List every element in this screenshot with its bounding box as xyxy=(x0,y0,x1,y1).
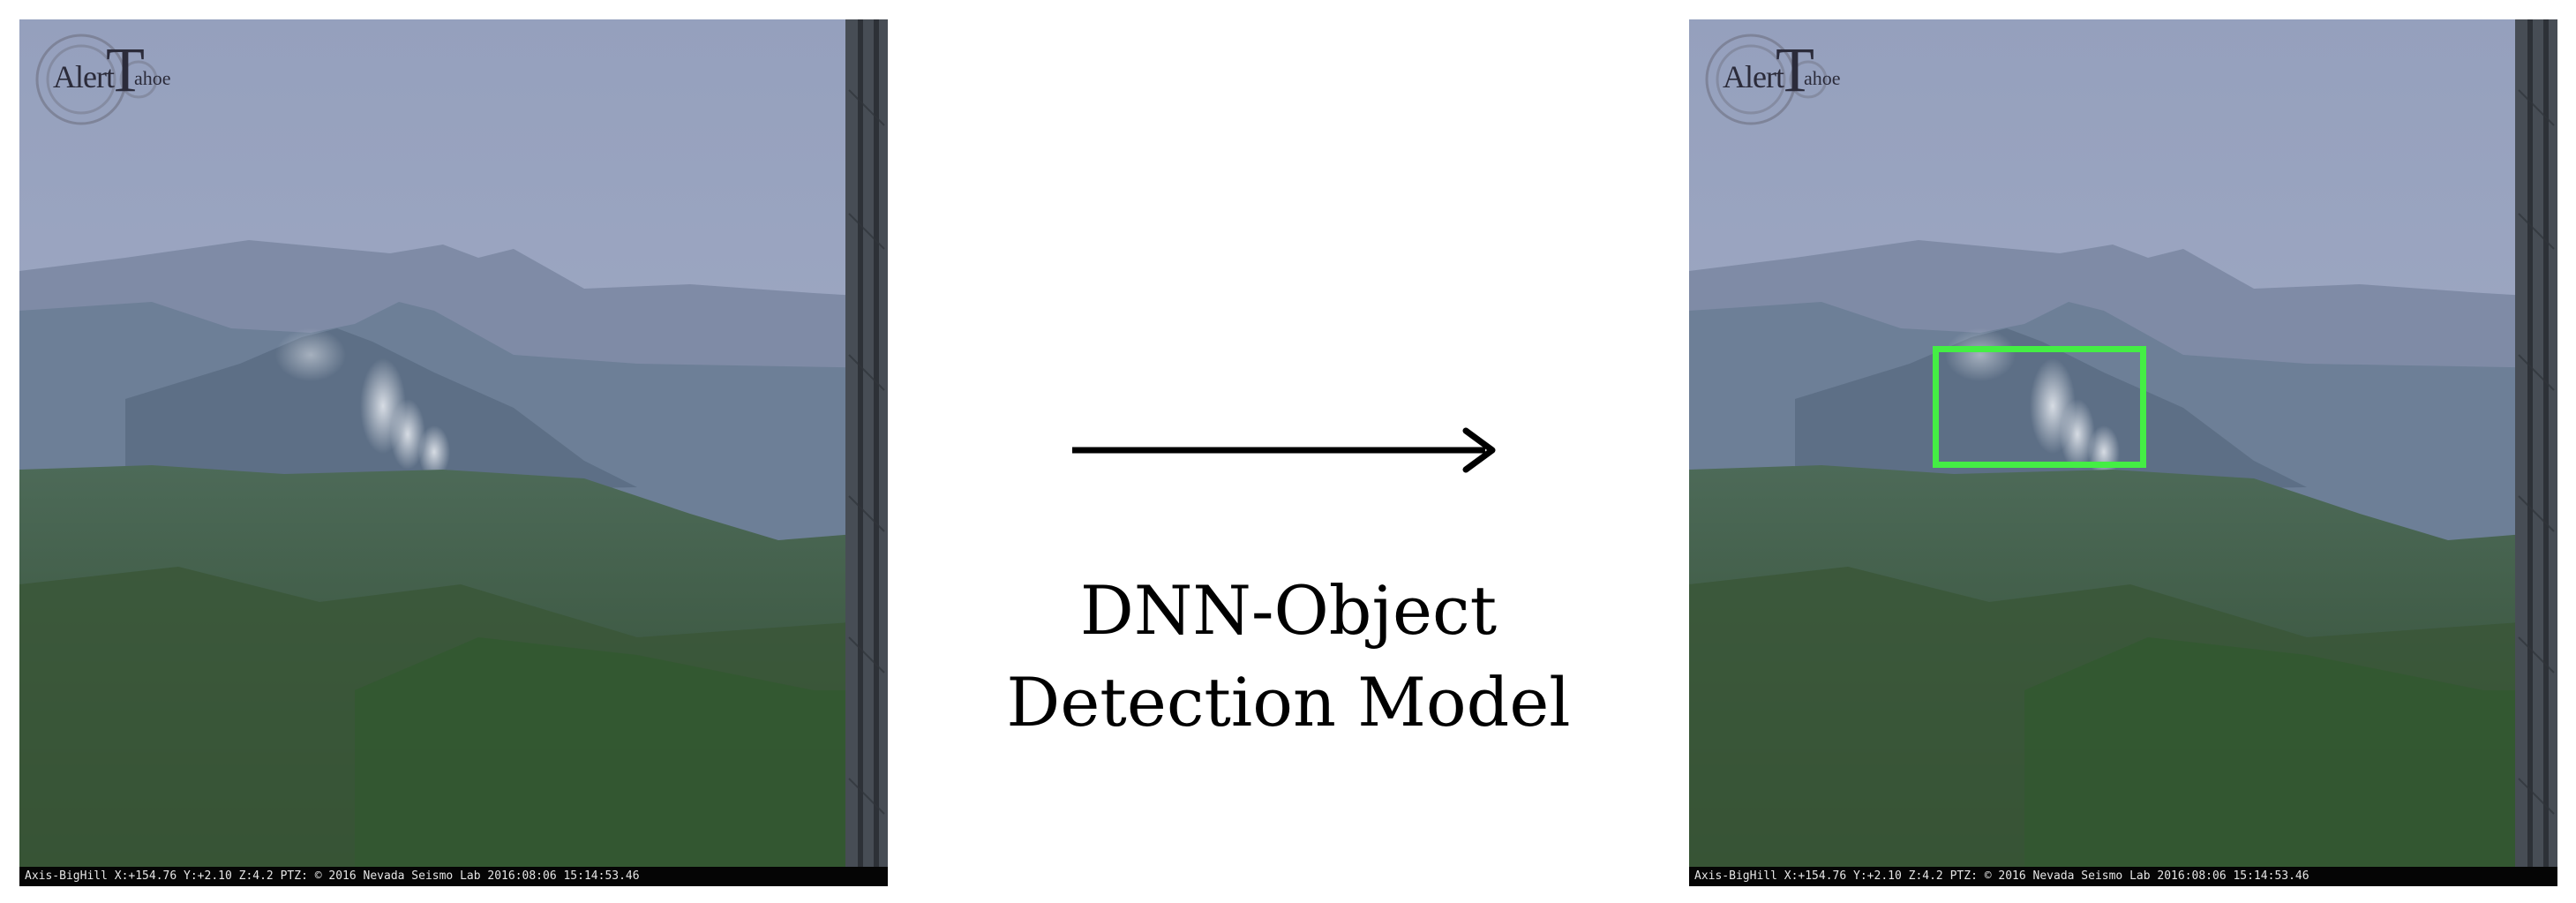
model-label-line1: DNN-Object xyxy=(1079,571,1498,650)
model-label: DNN-Object Detection Model xyxy=(980,565,1597,749)
logo-text: Alert T ahoe xyxy=(53,34,171,105)
wildfire-scene xyxy=(1689,19,2557,867)
model-label-line2: Detection Model xyxy=(1006,663,1571,741)
wildfire-scene xyxy=(19,19,888,867)
logo-text: Alert T ahoe xyxy=(1723,34,1841,105)
logo-rings-icon xyxy=(1705,34,1828,125)
alerttahoe-logo: Alert T ahoe xyxy=(1698,28,1841,125)
right-arrow-icon xyxy=(1072,427,1496,473)
smoke-detection-bounding-box xyxy=(1933,346,2146,468)
camera-caption-bar: Axis-BigHill X:+154.76 Y:+2.10 Z:4.2 PTZ… xyxy=(19,867,888,886)
camera-caption-bar: Axis-BigHill X:+154.76 Y:+2.10 Z:4.2 PTZ… xyxy=(1689,867,2557,886)
alerttahoe-logo: Alert T ahoe xyxy=(28,28,171,125)
logo-rings-icon xyxy=(35,34,158,125)
input-camera-image: Alert T ahoe Axis-BigHill X:+154.76 Y:+2… xyxy=(19,19,888,886)
output-camera-image: Alert T ahoe Axis-BigHill X:+154.76 Y:+2… xyxy=(1689,19,2557,886)
